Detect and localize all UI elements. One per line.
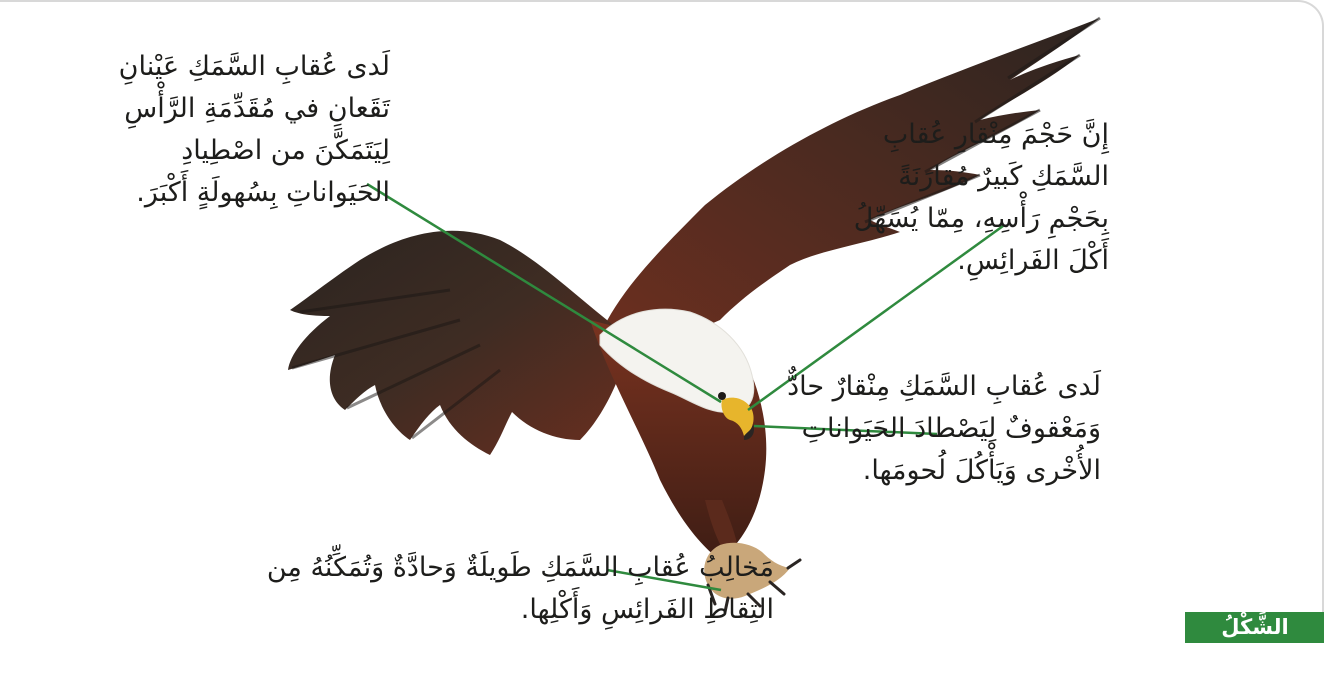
caption-line: تَقَعانِ في مُقَدِّمَةِ الرَّأْسِ xyxy=(119,88,390,130)
eagle-eye xyxy=(718,392,726,400)
left-wing xyxy=(288,231,625,455)
caption-line: مَخالِبُ عُقابِ السَّمَكِ طَويلَةٌ وَحاد… xyxy=(267,547,774,589)
caption-line: لَدى عُقابِ السَّمَكِ مِنْقارٌ حادٌّ xyxy=(787,366,1101,408)
caption-line: الأُخْرى وَيَأْكُلَ لُحومَها. xyxy=(787,450,1101,492)
caption-line: بِحَجْمِ رَأْسِهِ، مِمّا يُسَهِّلُ xyxy=(854,198,1109,240)
caption-beak-size: إِنَّ حَجْمَ مِنْقارِ عُقابِ السَّمَكِ ك… xyxy=(854,114,1109,282)
caption-line: السَّمَكِ كَبيرٌ مُقارَنَةً xyxy=(854,156,1109,198)
caption-hooked-beak: لَدى عُقابِ السَّمَكِ مِنْقارٌ حادٌّ وَم… xyxy=(787,366,1101,492)
caption-line: إِنَّ حَجْمَ مِنْقارِ عُقابِ xyxy=(854,114,1109,156)
caption-line: الحَيَواناتِ بِسُهولَةٍ أَكْبَرَ. xyxy=(119,172,390,214)
caption-eyes: لَدى عُقابِ السَّمَكِ عَيْنانِ تَقَعانِ … xyxy=(119,46,390,214)
caption-talons: مَخالِبُ عُقابِ السَّمَكِ طَويلَةٌ وَحاد… xyxy=(267,547,774,631)
caption-line: لِيَتَمَكَّنَ من اصْطِيادِ xyxy=(119,130,390,172)
caption-line: التِقاطِ الفَرائِسِ وَأَكْلِها. xyxy=(267,589,774,631)
figure-label: الشَّكْلُ 1.108 xyxy=(1185,612,1324,643)
caption-line: أَكْلَ الفَرائِسِ. xyxy=(854,240,1109,282)
caption-line: لَدى عُقابِ السَّمَكِ عَيْنانِ xyxy=(119,46,390,88)
caption-line: وَمَعْقوفٌ لِيَصْطادَ الحَيَواناتِ xyxy=(787,408,1101,450)
